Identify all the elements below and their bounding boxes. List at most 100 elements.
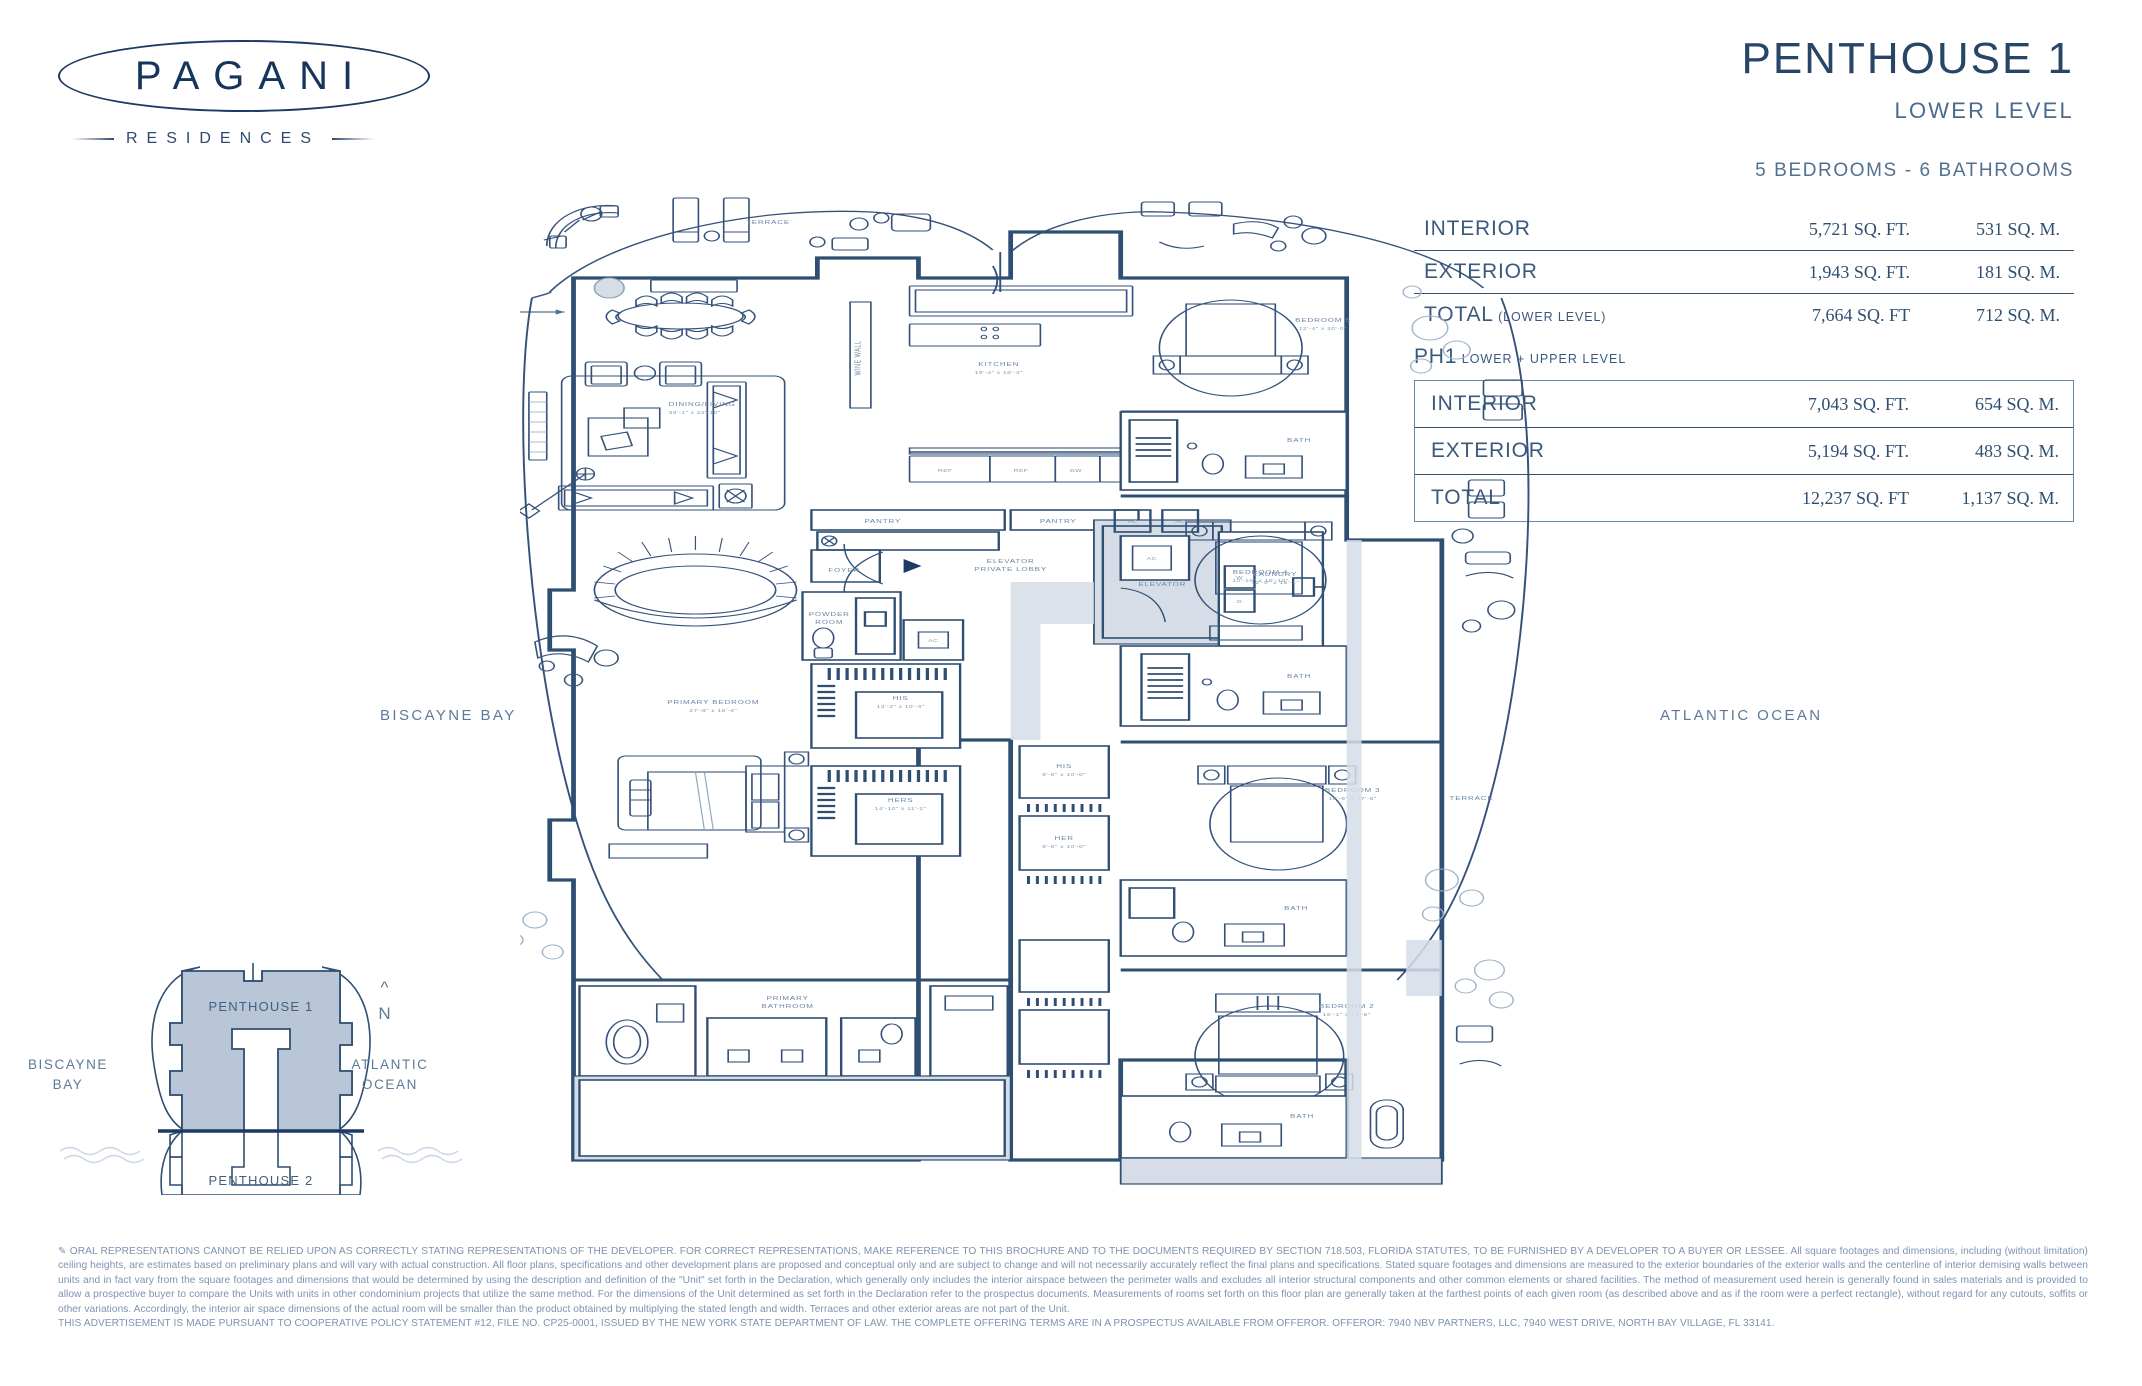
logo-rule-right — [332, 138, 375, 140]
room-dim-laundry: 12'-0" x 15'-1" — [1251, 581, 1299, 586]
room-label-primary-bathroom-line2: BATHROOM — [762, 1004, 814, 1010]
appliance-label-dw: DW — [1070, 469, 1082, 474]
spec-label: TOTAL — [1431, 486, 1501, 509]
room-label-hers-primary: HERS — [888, 798, 914, 804]
room-label-terrace-north: TERRACE — [746, 220, 790, 226]
north-arrow-icon: ^N — [378, 978, 392, 1023]
room-label-bedroom-5: BEDROOM 5 — [1295, 318, 1350, 324]
keyplan-unit-highlight-label: PENTHOUSE 1 — [209, 999, 314, 1014]
specs-lower-level-table: INTERIOR 5,721 SQ. FT. 531 SQ. M. EXTERI… — [1414, 208, 2074, 336]
context-label-east: ATLANTIC OCEAN — [1660, 707, 1823, 724]
floor-plan-drawing: .w { fill:none; stroke:#2f4f72; stroke-w… — [520, 180, 1650, 1190]
room-label-foyer: FOYER — [828, 568, 860, 574]
appliance-label-washer: W — [1236, 576, 1243, 581]
entry-direction-arrow-icon — [903, 559, 922, 573]
room-label-his-primary: HIS — [893, 696, 909, 702]
room-label-wine-wall: WINE WALL — [855, 341, 863, 376]
table-row: EXTERIOR 1,943 SQ. FT. 181 SQ. M. — [1414, 251, 2074, 294]
spec-sqft: 5,721 SQ. FT. — [1808, 219, 1910, 239]
brand-name: PAGANI — [134, 53, 368, 98]
spec-sqm: 483 SQ. M. — [1974, 441, 2059, 461]
room-label-ac-4: AC — [1147, 557, 1157, 562]
table-row: INTERIOR 7,043 SQ. FT. 654 SQ. M. — [1415, 381, 2073, 428]
spec-label: EXTERIOR — [1431, 439, 1545, 462]
room-label-bath-2: BATH — [1290, 1114, 1314, 1120]
spec-sqm: 181 SQ. M. — [1975, 262, 2060, 282]
spec-sqft: 5,194 SQ. FT. — [1807, 441, 1909, 461]
room-label-bedroom-2: BEDROOM 2 — [1319, 1004, 1374, 1010]
appliance-label-ref-1: REF — [938, 469, 953, 474]
spec-label: INTERIOR — [1424, 217, 1531, 240]
room-dim-bedroom-4: 10'-10" x 10'-10" — [1232, 579, 1288, 584]
logo-rule-left — [72, 138, 114, 140]
appliance-label-dryer: D — [1237, 600, 1242, 605]
table-row: TOTAL (LOWER LEVEL) 7,664 SQ. FT 712 SQ.… — [1414, 294, 2074, 336]
spec-sqft: 7,664 SQ. FT — [1811, 305, 1910, 325]
specs-combined-table: INTERIOR 7,043 SQ. FT. 654 SQ. M. EXTERI… — [1414, 380, 2074, 522]
spec-sqm: 654 SQ. M. — [1974, 394, 2059, 414]
room-label-powder-room-line2: ROOM — [815, 620, 843, 626]
brand-subtitle: RESIDENCES — [126, 130, 321, 147]
key-plan-diagram: PENTHOUSE 1 PENTHOUSE 2 — [50, 945, 470, 1195]
room-label-ac-3: AC — [928, 639, 938, 644]
room-label-powder-room-line1: POWDER — [809, 612, 850, 618]
room-label-pantry-2: PANTRY — [1040, 519, 1077, 525]
room-label-bedroom-4: BEDROOM 4 — [1233, 570, 1288, 576]
room-label-terrace-east: TERRACE — [1450, 796, 1494, 802]
room-dim-bedroom-5: 12'-4" x 20'-0" — [1299, 327, 1347, 332]
room-dim-primary-bedroom: 27'-8" x 16'-4" — [689, 709, 737, 714]
legal-disclaimer: ✎ ORAL REPRESENTATIONS CANNOT BE RELIED … — [58, 1245, 2088, 1332]
table-row: EXTERIOR 5,194 SQ. FT. 483 SQ. M. — [1415, 428, 2073, 475]
brand-logo: PAGANI RESIDENCES — [58, 40, 458, 148]
spec-label: TOTAL (LOWER LEVEL) — [1424, 303, 1607, 326]
room-dim-kitchen: 19'-4" x 16'-4" — [975, 371, 1023, 376]
keyplan-unit-other-label: PENTHOUSE 2 — [209, 1173, 314, 1188]
brand-subtitle-row: RESIDENCES — [58, 130, 458, 148]
spec-label: EXTERIOR — [1424, 260, 1538, 283]
spec-label: INTERIOR — [1431, 392, 1538, 415]
room-label-kitchen: KITCHEN — [978, 362, 1019, 368]
room-label-bath-4: BATH — [1287, 674, 1311, 680]
spec-sqft: 7,043 SQ. FT. — [1807, 394, 1909, 414]
room-label-elevator-lobby-line2: PRIVATE LOBBY — [974, 567, 1047, 573]
table-row: TOTAL 12,237 SQ. FT 1,137 SQ. M. — [1415, 475, 2073, 521]
floor-plan-svg: .w { fill:none; stroke:#2f4f72; stroke-w… — [520, 197, 1530, 1185]
room-label-laundry: LAUNDRY — [1253, 572, 1297, 578]
page-title: PENTHOUSE 1 — [1741, 34, 2074, 83]
page-subtitle-level: LOWER LEVEL — [1894, 98, 2074, 124]
room-label-ac-1: AC — [1128, 520, 1138, 525]
logo-ellipse: PAGANI — [58, 40, 430, 112]
room-label-pantry-1: PANTRY — [864, 519, 901, 525]
room-dim-his-primary: 13'-2" x 10'-4" — [877, 705, 925, 710]
spec-sqm: 531 SQ. M. — [1975, 219, 2060, 239]
context-label-west: BISCAYNE BAY — [380, 707, 517, 724]
room-label-bath-5: BATH — [1287, 438, 1311, 444]
spec-sqft: 1,943 SQ. FT. — [1808, 262, 1910, 282]
room-dim-dining-living: 38'-1" x 22'-10" — [669, 411, 721, 416]
spec-sqm: 712 SQ. M. — [1975, 305, 2060, 325]
room-label-elevator: ELEVATOR — [1138, 582, 1186, 588]
room-label-her-bedroom3: HER — [1054, 836, 1073, 842]
room-dim-her-bedroom3: 8'-6" x 10'-0" — [1042, 845, 1086, 850]
spec-sqft: 12,237 SQ. FT — [1801, 488, 1909, 508]
header: PENTHOUSE 1 LOWER LEVEL 5 BEDROOMS - 6 B… — [1354, 34, 2074, 182]
room-label-elevator-lobby-line1: ELEVATOR — [987, 559, 1035, 565]
disclaimer-paragraph: ✎ ORAL REPRESENTATIONS CANNOT BE RELIED … — [58, 1246, 2088, 1315]
table-row: INTERIOR 5,721 SQ. FT. 531 SQ. M. — [1414, 208, 2074, 251]
room-dim-bedroom-2: 16'-1" x 13'-6" — [1323, 1013, 1371, 1018]
spec-sqm: 1,137 SQ. M. — [1961, 488, 2059, 508]
appliance-label-ref-2: REF — [1014, 469, 1029, 474]
room-label-ac-2: AC — [1175, 520, 1185, 525]
specs-combined-heading: PH1 LOWER + UPPER LEVEL — [1414, 345, 1627, 368]
room-label-bath-3: BATH — [1284, 906, 1308, 912]
room-label-dining-living: DINING/LIVING — [669, 402, 736, 408]
room-label-his-bedroom3: HIS — [1056, 764, 1072, 770]
disclaimer-legal: THIS ADVERTISEMENT IS MADE PURSUANT TO C… — [58, 1318, 1775, 1330]
room-dim-hers-primary: 14'-10" x 11'-2" — [875, 807, 927, 812]
room-label-primary-bathroom-line1: PRIMARY — [767, 996, 809, 1002]
room-label-primary-bedroom: PRIMARY BEDROOM — [667, 700, 759, 706]
rooms-summary: 5 BEDROOMS - 6 BATHROOMS — [1755, 160, 2074, 182]
